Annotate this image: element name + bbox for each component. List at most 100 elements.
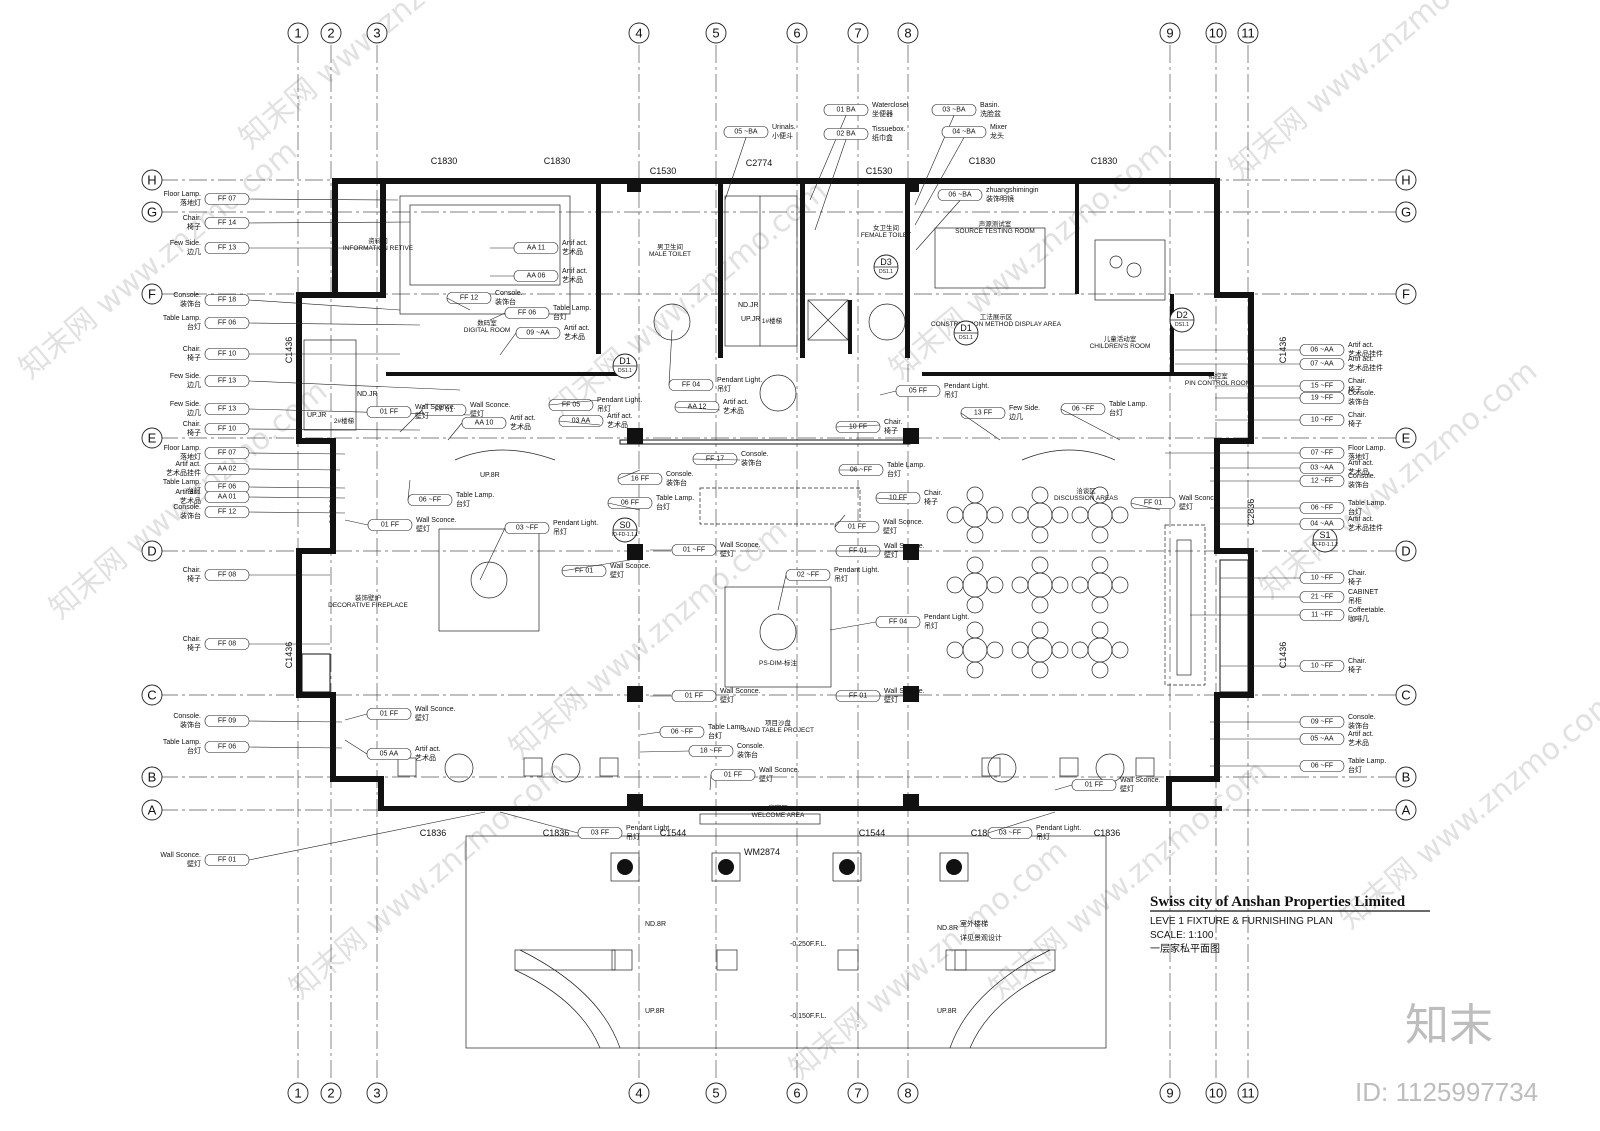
window-label: C2836 xyxy=(1246,499,1256,526)
grid-bubble-col xyxy=(287,22,309,44)
callout-name: Table Lamp. xyxy=(456,492,494,499)
callout-cn: 边几 xyxy=(187,247,201,256)
grid-row-label: B xyxy=(1402,770,1411,785)
window-label: C1836 xyxy=(971,828,998,838)
grid-bubble-col xyxy=(847,1082,869,1104)
callout-name: Console. xyxy=(173,292,201,299)
room-name-en: CONSTRUCTION METHOD DISPLAY AREA xyxy=(931,321,1062,328)
callout-code: FF 14 xyxy=(218,220,236,227)
building-walls xyxy=(296,178,1254,811)
callout-cn: 艺术品 xyxy=(564,332,585,341)
grid-row-label: F xyxy=(1402,287,1410,302)
callout-name: Artif act. xyxy=(1348,460,1374,467)
room-name-en: DISCUSSION AREAS xyxy=(1054,495,1119,502)
callout-name: Wall Sconce. xyxy=(884,543,925,550)
callout-name: Wall Sconce. xyxy=(160,852,201,859)
callout-cn: 龙头 xyxy=(990,131,1004,140)
chair xyxy=(1051,506,1069,524)
section-ref: DS1.1 xyxy=(618,368,632,374)
callout-cn: 坐便器 xyxy=(872,109,893,118)
callout-name: Console. xyxy=(1348,473,1376,480)
callout-name: Table Lamp. xyxy=(1348,758,1386,765)
chair xyxy=(1091,621,1109,639)
callout-name: Artif act. xyxy=(510,415,536,422)
grid-bubble-row xyxy=(1395,201,1417,223)
grid-row-label: B xyxy=(148,770,157,785)
callout-name: Chair. xyxy=(183,567,201,574)
chair xyxy=(1011,641,1029,659)
callout-cn: 椅子 xyxy=(884,426,898,435)
chair xyxy=(1011,506,1029,524)
callout-cn: 椅子 xyxy=(187,428,201,437)
callout-code: FF 04 xyxy=(682,382,700,389)
logo-id: ID: 1125997734 xyxy=(1355,1077,1538,1107)
callout-cn: 艺术品挂件 xyxy=(1348,363,1383,372)
callout-cn: 艺术品 xyxy=(1348,467,1369,476)
callout-name: Console. xyxy=(173,504,201,511)
callout-cn: 艺术品 xyxy=(510,422,531,431)
callout-code: 01 FF xyxy=(380,711,398,718)
callout-cn: 椅子 xyxy=(924,497,938,506)
callout-code: FF 18 xyxy=(218,297,236,304)
callout-code: FF 06 xyxy=(218,484,236,491)
callout-cn: 落地灯 xyxy=(1348,452,1369,461)
chair xyxy=(946,641,964,659)
callout-code: FF 06 xyxy=(218,320,236,327)
callout-cn: 吊灯 xyxy=(626,832,640,841)
section-id: S1 xyxy=(1319,530,1330,540)
callout-name: Artif act. xyxy=(1348,342,1374,349)
grid-bubble-col xyxy=(897,1082,919,1104)
callout-name: Wall Sconce. xyxy=(759,767,800,774)
callout-code: 01 FF xyxy=(1085,782,1103,789)
section-id: D2 xyxy=(1176,310,1188,320)
grid-bubble-col xyxy=(366,22,388,44)
callout-cn: 艺术品 xyxy=(180,496,201,505)
callout-cn: 壁灯 xyxy=(720,695,734,704)
callout-code: FF 01 xyxy=(218,857,236,864)
callout-name: Basin. xyxy=(980,102,1000,109)
chair xyxy=(1051,576,1069,594)
room-name-en: PIN CONTROL ROOM xyxy=(1185,380,1251,387)
window-label: C1436 xyxy=(1278,642,1288,669)
grid-col-label: 11 xyxy=(1241,1086,1255,1101)
callout-cn: 艺术品挂件 xyxy=(1348,349,1383,358)
callout-code: 19 ~FF xyxy=(1311,395,1333,402)
callout-cn: 装饰台 xyxy=(1348,480,1369,489)
section-id: D1 xyxy=(960,323,972,333)
section-ref: DS1.1 xyxy=(959,335,973,341)
window-label: C1836 xyxy=(420,828,447,838)
grid-row-label: G xyxy=(1401,205,1411,220)
callout-name: Pendant Light. xyxy=(597,397,642,404)
section-id: D3 xyxy=(880,257,892,267)
grid-bubble-col xyxy=(366,1082,388,1104)
callout-code: FF 12 xyxy=(218,509,236,516)
chair xyxy=(1031,556,1049,574)
callout-name: Wall Sconce. xyxy=(415,404,456,411)
chair xyxy=(986,506,1004,524)
grid-row-label: E xyxy=(148,431,157,446)
room-name-en: WELCOME AREA xyxy=(752,812,805,819)
callout-name: Pendant Light. xyxy=(924,614,969,621)
chair xyxy=(1031,526,1049,544)
callout-code: 03 AA xyxy=(572,418,591,425)
callout-name: Console. xyxy=(1348,714,1376,721)
callout-cn: 艺术品 xyxy=(1348,738,1369,747)
callout-cn: 落地灯 xyxy=(180,198,201,207)
grid-bubble-col xyxy=(1237,22,1259,44)
entrance-columns xyxy=(617,859,962,875)
room-name-en: SOURCE TESTING ROOM xyxy=(955,228,1035,235)
callout-code: 09 ~AA xyxy=(526,330,549,337)
callout-code: FF 17 xyxy=(706,456,724,463)
outdoor-note-2: 详见景观设计 xyxy=(960,933,1002,942)
grid-bubble-col xyxy=(1237,1082,1259,1104)
callout-code: FF 01 xyxy=(575,568,593,575)
window-label: C1530 xyxy=(650,166,677,176)
callout-name: Table Lamp. xyxy=(656,495,694,502)
level-mark: UP.JR xyxy=(307,412,326,419)
callout-code: 01 FF xyxy=(848,524,866,531)
callout-code: 04 ~BA xyxy=(952,129,975,136)
callout-cn: 边几 xyxy=(1009,412,1023,421)
callout-code: FF 07 xyxy=(218,196,236,203)
callout-code: 06 ~FF xyxy=(419,497,441,504)
section-id: S0 xyxy=(619,520,630,530)
